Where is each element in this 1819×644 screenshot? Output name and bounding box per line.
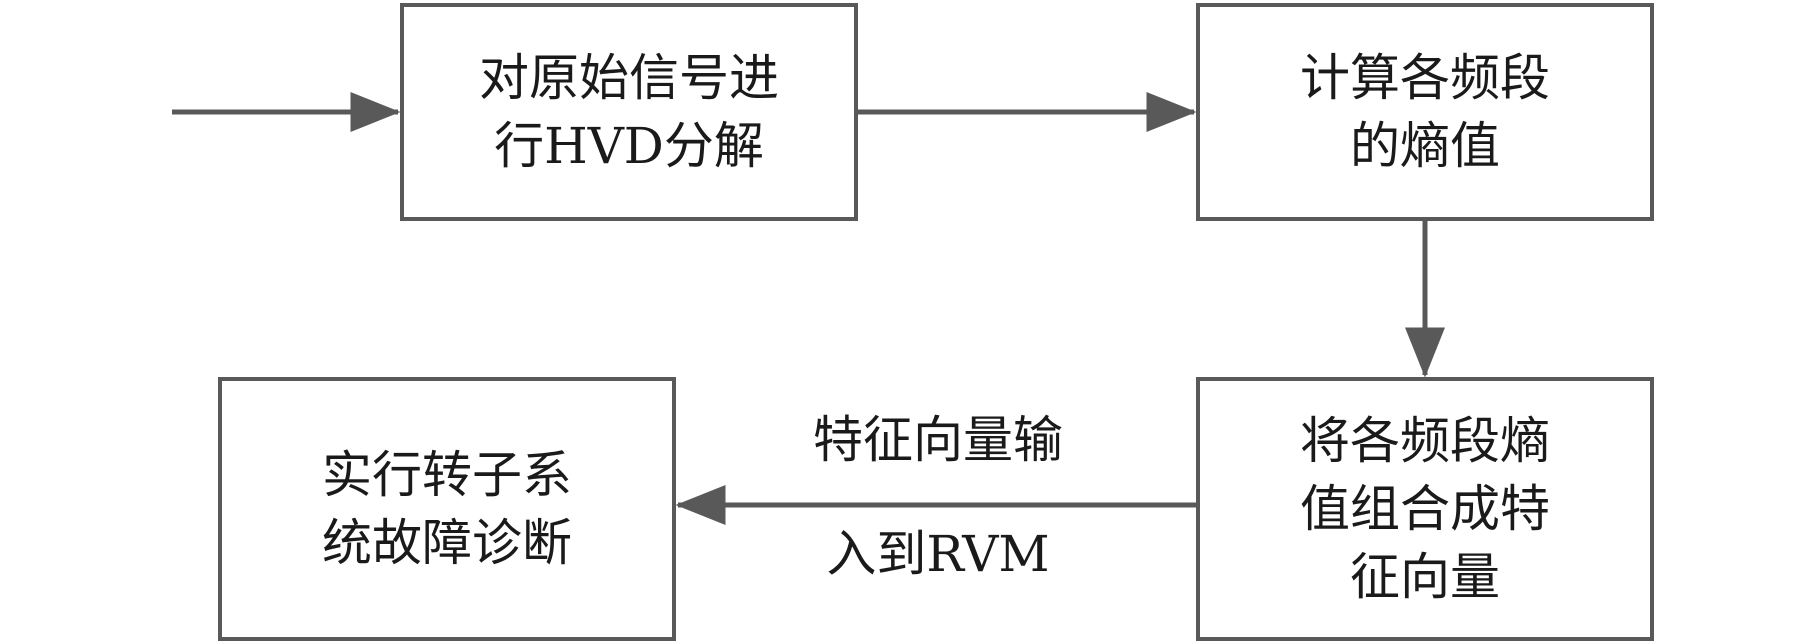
entropy-line-2: 的熵值 bbox=[1350, 117, 1500, 175]
edge-label-line-2: 入到RVM bbox=[826, 525, 1050, 583]
vector-line-3: 征向量 bbox=[1350, 548, 1500, 606]
entropy-line-1: 计算各频段 bbox=[1300, 49, 1550, 107]
vector-line-2: 值组合成特 bbox=[1300, 480, 1550, 538]
diagnosis-line-1: 实行转子系 bbox=[322, 446, 572, 504]
entropy-calculation-box: 计算各频段 的熵值 bbox=[1196, 3, 1654, 221]
vector-line-1: 将各频段熵 bbox=[1300, 412, 1550, 470]
feature-vector-box: 将各频段熵 值组合成特 征向量 bbox=[1196, 377, 1654, 641]
fault-diagnosis-box: 实行转子系 统故障诊断 bbox=[218, 377, 676, 641]
hvd-line-2: 行HVD分解 bbox=[494, 117, 764, 175]
hvd-line-1: 对原始信号进 bbox=[479, 49, 779, 107]
edge-label-line-1: 特征向量输 bbox=[813, 411, 1063, 469]
hvd-decomposition-box: 对原始信号进 行HVD分解 bbox=[400, 3, 858, 221]
diagnosis-line-2: 统故障诊断 bbox=[322, 514, 572, 572]
